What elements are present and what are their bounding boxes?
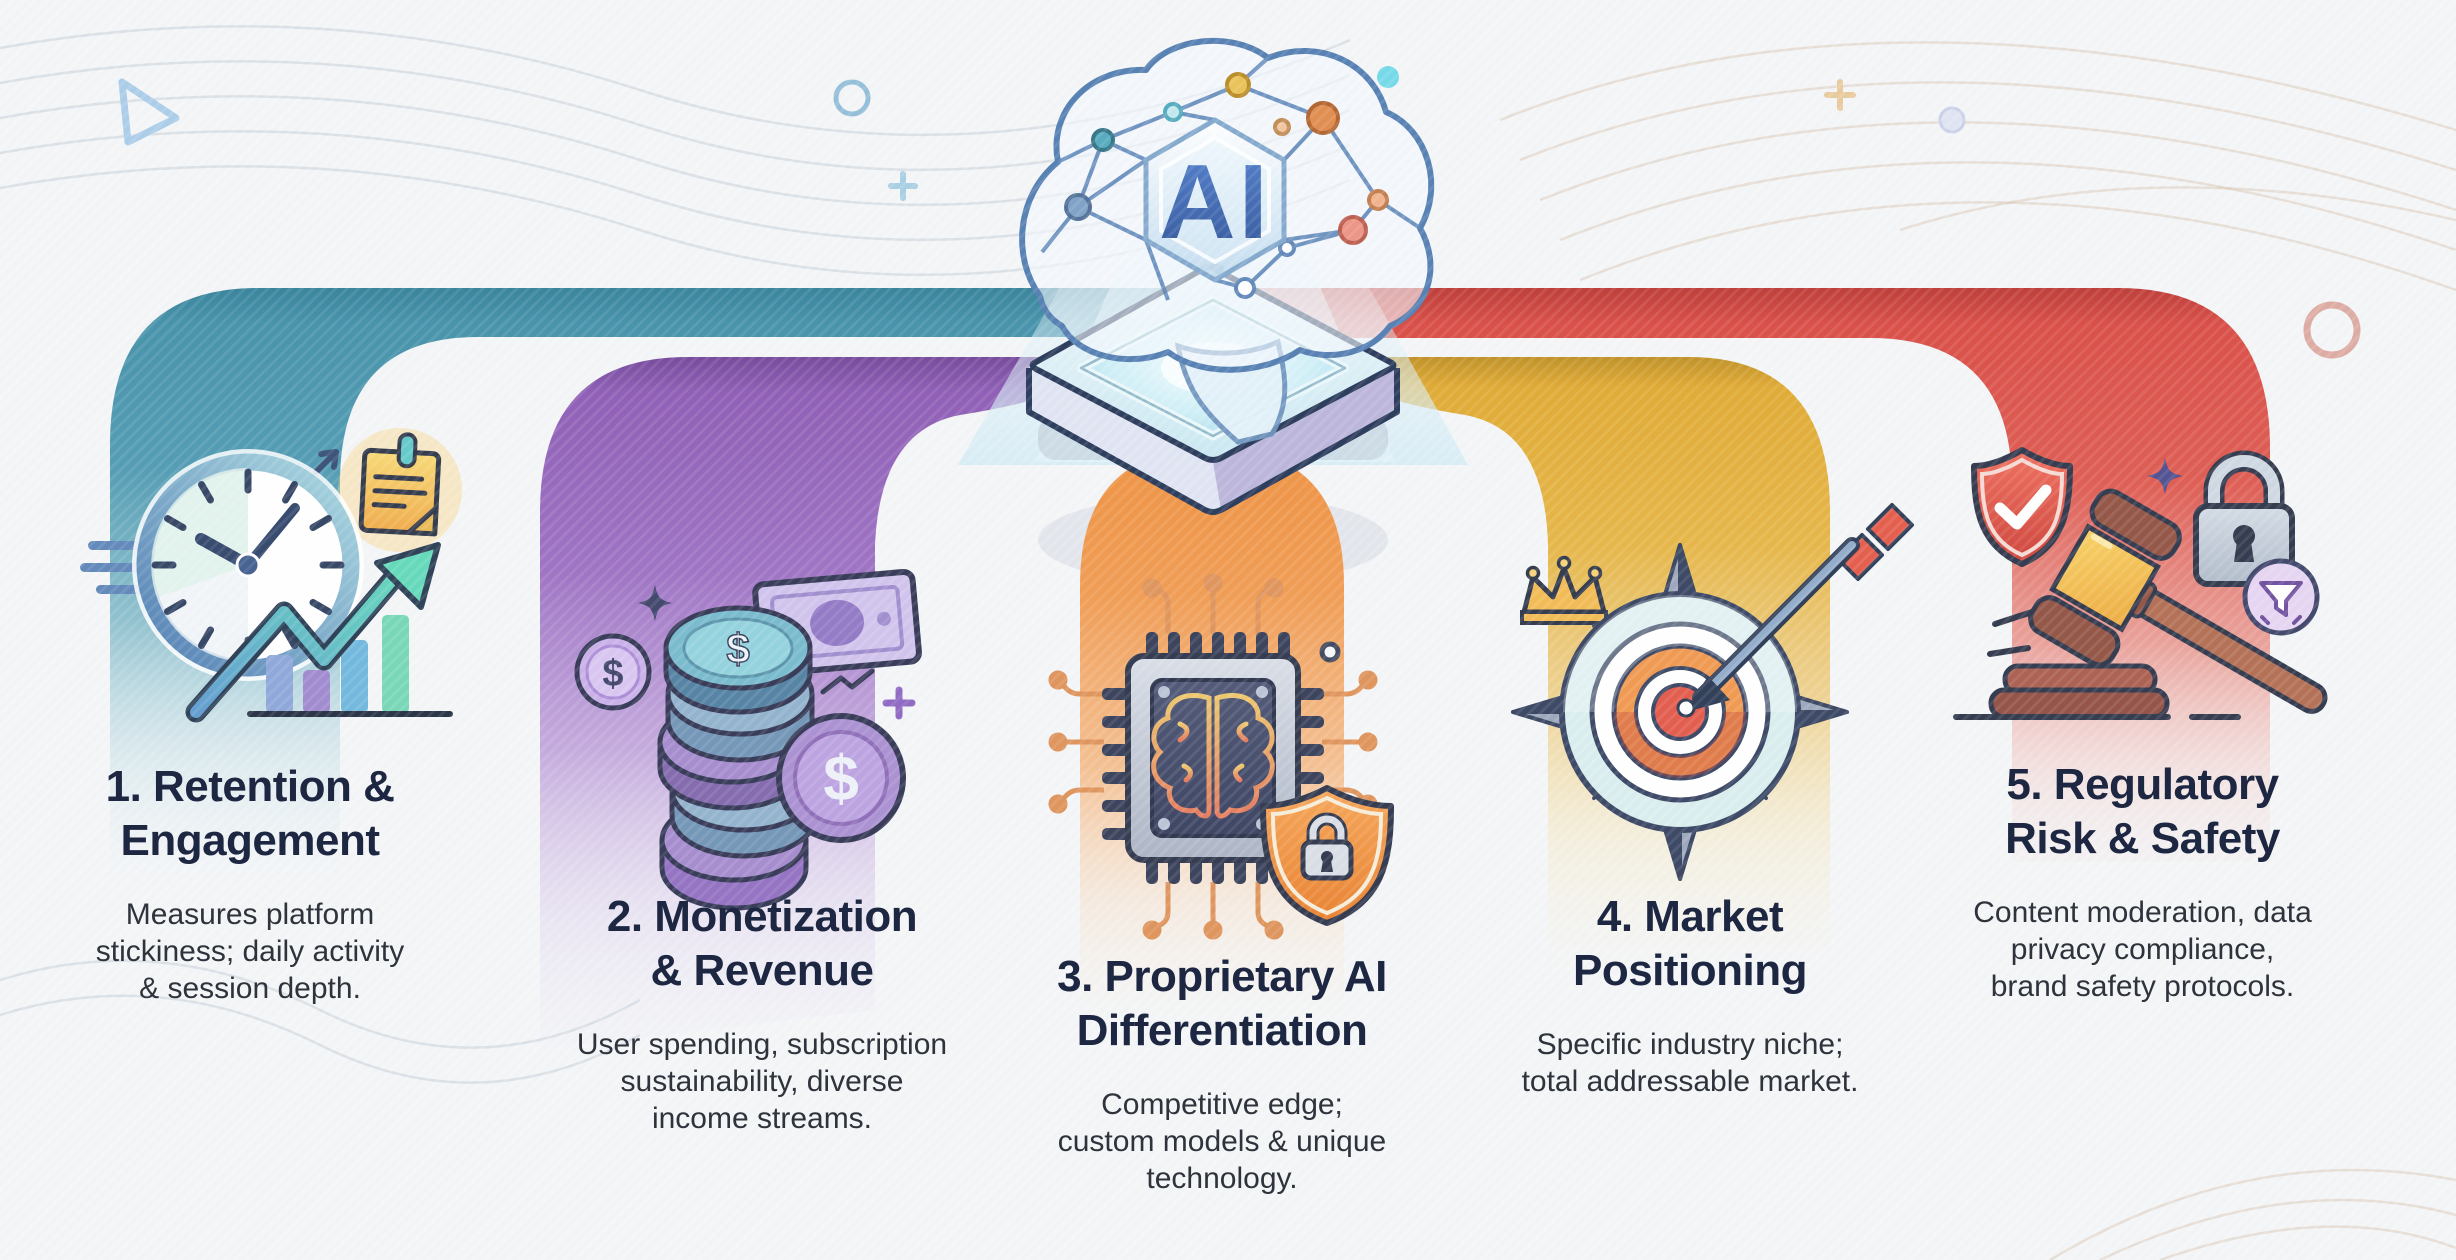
background-waves: [0, 25, 2456, 1260]
svg-text:$: $: [602, 653, 623, 695]
title-line: 5. Regulatory: [2006, 760, 2279, 809]
title-line: 2. Monetization: [606, 892, 918, 941]
ai-hexagon-badge: AI: [1143, 117, 1287, 283]
coin-dollar-sign: $: [726, 625, 749, 672]
coin-stack-icon: [657, 605, 819, 911]
branch-5-title: 5. Regulatory Risk & Safety: [1915, 758, 2370, 866]
desc-line: Competitive edge;: [1101, 1088, 1343, 1121]
desc-line: brand safety protocols.: [1990, 970, 2295, 1003]
cpu-chip-icon: [1102, 632, 1324, 884]
target-compass-crown-icon: [1511, 503, 1914, 881]
filter-badge-icon: [2242, 558, 2320, 636]
desc-line: total addressable market.: [1521, 1065, 1859, 1098]
branch-3-title: 3. Proprietary AI Differentiation: [985, 950, 1459, 1058]
trend-zigzag-icon: [820, 668, 875, 695]
ai-brain-network-icon: AI: [1019, 37, 1435, 445]
desc-line: custom models & unique: [1057, 1125, 1387, 1158]
circle-outline-icon: [833, 79, 871, 117]
crown-icon: [1520, 555, 1608, 625]
branch-5-text-block: 5. Regulatory Risk & Safety Content mode…: [1915, 758, 2370, 1005]
circuit-traces: [1048, 573, 1378, 940]
branch-4-text-block: 4. Market Positioning Specific industry …: [1455, 890, 1925, 1100]
shield-check-icon: [1971, 447, 2073, 567]
padlock-icon: [2193, 450, 2295, 587]
triangle-outline-icon: [118, 78, 180, 146]
desc-line: income streams.: [651, 1102, 873, 1135]
branch-1-text-block: 1. Retention & Engagement Measures platf…: [40, 760, 460, 1007]
desc-line: sustainability, diverse: [620, 1065, 904, 1098]
rose-ring-icon: [2303, 301, 2361, 359]
brain-network-nodes: [1064, 72, 1389, 299]
title-line: & Revenue: [650, 946, 874, 995]
dollar-coin-small-icon: $: [574, 633, 652, 711]
sticky-note-icon: [338, 428, 462, 552]
desc-line: privacy compliance,: [2010, 933, 2275, 966]
lavender-dot-icon: [1938, 106, 1966, 134]
small-dot-icon: [1319, 641, 1341, 663]
branch-1-description: Measures platform stickiness; daily acti…: [40, 896, 460, 1007]
desc-line: & session depth.: [139, 972, 361, 1005]
title-line: Engagement: [120, 816, 380, 865]
dart-arrow-icon: [1676, 503, 1914, 718]
ai-label: AI: [1159, 143, 1271, 261]
gavel-icon: [1953, 488, 2328, 720]
desc-line: stickiness; daily activity: [95, 935, 405, 968]
sparkle-icon: [638, 585, 672, 621]
decorative-shapes: [118, 66, 2361, 359]
bar-chart-icon: [247, 615, 453, 717]
title-line: 1. Retention &: [105, 762, 395, 811]
title-line: Differentiation: [1076, 1006, 1368, 1055]
branch-3-text-block: 3. Proprietary AI Differentiation Compet…: [985, 950, 1459, 1197]
desc-line: Measures platform: [125, 898, 375, 931]
title-line: Positioning: [1572, 946, 1808, 995]
branch-4-title: 4. Market Positioning: [1455, 890, 1925, 998]
desc-line: technology.: [1146, 1162, 1298, 1195]
branch-3-description: Competitive edge; custom models & unique…: [985, 1086, 1459, 1197]
growth-arrow-icon: [185, 542, 441, 723]
branch-2-description: User spending, subscription sustainabili…: [530, 1026, 994, 1137]
ai-chip-shield-icon: [1048, 573, 1394, 940]
desc-line: Specific industry niche;: [1536, 1028, 1844, 1061]
cyan-dot-icon: [1377, 66, 1399, 88]
brain-circuit-glyph: [1151, 692, 1275, 819]
branch-5-description: Content moderation, data privacy complia…: [1915, 894, 2370, 1005]
title-line: Risk & Safety: [2005, 814, 2280, 863]
gavel-shield-lock-icon: [1953, 447, 2328, 720]
dollar-coin-large-icon: $: [776, 713, 906, 843]
clock-growth-chart-icon: [80, 428, 462, 723]
small-up-arrow-icon: [313, 449, 339, 475]
branch-4-description: Specific industry niche; total addressab…: [1455, 1026, 1925, 1100]
desc-line: Content moderation, data: [1973, 896, 2312, 929]
title-line: 4. Market: [1596, 892, 1784, 941]
branch-2-text-block: 2. Monetization & Revenue User spending,…: [530, 890, 994, 1137]
svg-text:$: $: [823, 742, 859, 814]
coins-banknote-icon: $ $ $: [574, 568, 922, 911]
shield-lock-icon: [1260, 785, 1394, 926]
branch-2-title: 2. Monetization & Revenue: [530, 890, 994, 998]
plus-sparkle-icon: [882, 686, 916, 720]
branch-1-title: 1. Retention & Engagement: [40, 760, 460, 868]
plus-icon: [1824, 79, 1856, 111]
desc-line: User spending, subscription: [576, 1028, 948, 1061]
plus-icon: [888, 171, 918, 201]
sparkle-icon: [2147, 458, 2183, 494]
title-line: 3. Proprietary AI: [1057, 952, 1387, 1001]
